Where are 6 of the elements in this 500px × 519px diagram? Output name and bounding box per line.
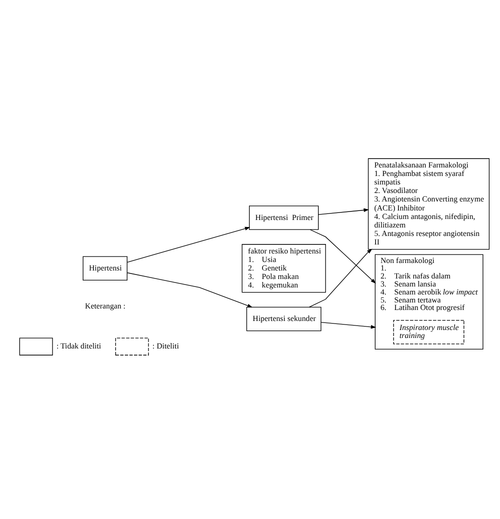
arrow xyxy=(318,208,370,215)
arrow xyxy=(309,248,372,308)
arrow xyxy=(310,229,376,284)
arrow xyxy=(126,226,250,263)
arrow xyxy=(126,272,253,308)
arrow xyxy=(320,322,376,329)
